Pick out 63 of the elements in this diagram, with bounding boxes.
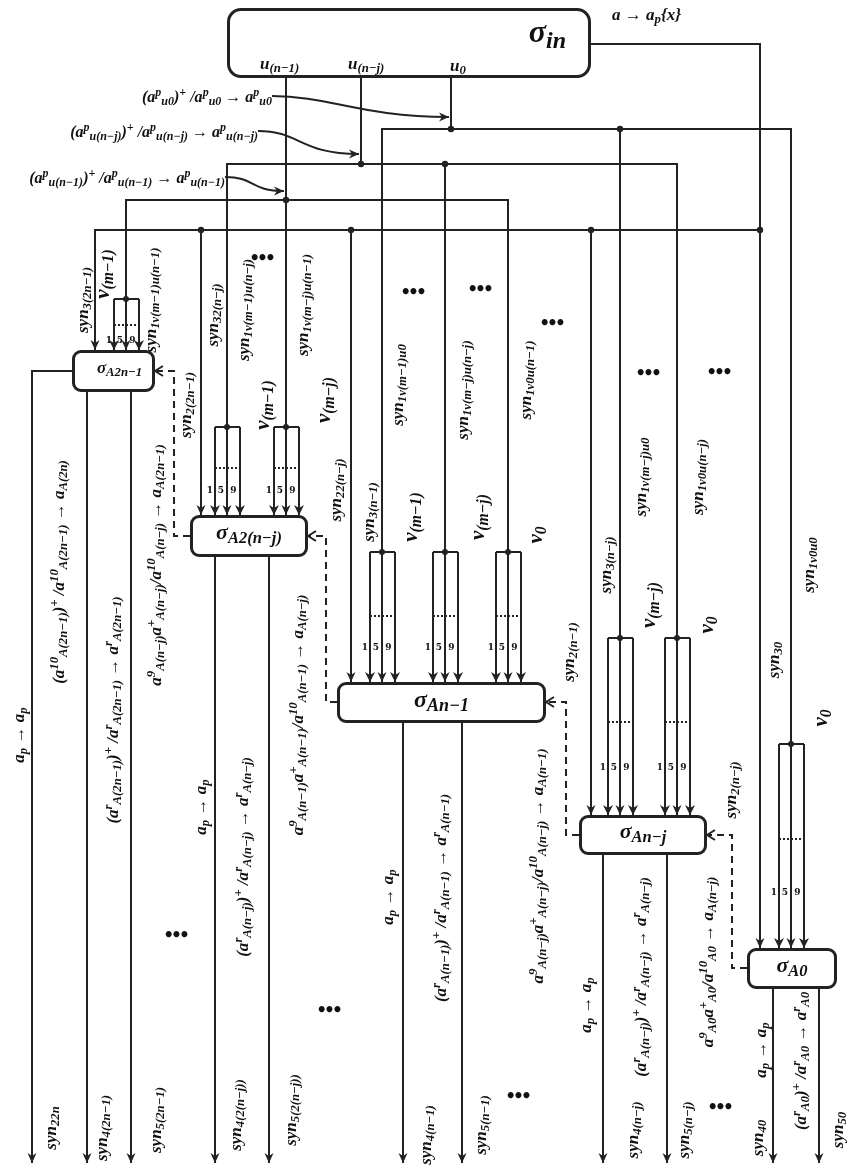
dashed-arrow — [307, 530, 338, 703]
neuron-box — [337, 682, 546, 723]
neuron-label: σ$_{An−1}$ — [414, 686, 469, 711]
neuron-label: σ$_{A0}$ — [776, 953, 808, 976]
weight-number: 1 — [599, 762, 607, 772]
weight-number: 9 — [623, 762, 630, 772]
weight-number: 9 — [680, 762, 687, 772]
weight-number: 1 — [206, 485, 214, 495]
dashed-arrow — [545, 696, 580, 836]
weight-number: 5 — [610, 762, 618, 772]
weight-number: 1 — [424, 642, 432, 652]
arrow — [264, 556, 274, 1164]
weight-number: 9 — [385, 642, 392, 652]
weight-number: 9 — [511, 642, 518, 652]
weight-number: 1 — [656, 762, 664, 772]
weight-number: 5 — [276, 485, 284, 495]
weight-number: 1 — [361, 642, 369, 652]
weight-number: 5 — [498, 642, 506, 652]
ellipsis: ••• — [163, 926, 187, 944]
arrow — [457, 722, 467, 1164]
ellipsis: ••• — [316, 1001, 340, 1019]
neuron-box — [579, 815, 707, 855]
ellipsis: ••• — [505, 1087, 529, 1105]
arrow — [662, 854, 672, 1164]
weight-number: 9 — [448, 642, 455, 652]
arrow — [398, 722, 408, 1164]
arrow — [27, 370, 73, 1164]
ellipsis: ••• — [635, 364, 659, 382]
weight-number: 5 — [667, 762, 675, 772]
weight-number: 1 — [265, 485, 273, 495]
leader-arrow — [271, 95, 450, 122]
weight-number: 1 — [770, 887, 778, 897]
arrow — [82, 391, 92, 1164]
arrow — [210, 556, 220, 1164]
neuron-label: σ$_{A2n−1}$ — [95, 358, 143, 376]
arrow — [814, 988, 824, 1164]
neuron-box — [190, 515, 308, 557]
arrow — [768, 988, 778, 1164]
ellipsis: ••• — [707, 1098, 731, 1116]
weight-number: 5 — [372, 642, 380, 652]
arrow — [598, 854, 608, 1164]
ellipsis: ••• — [539, 314, 563, 332]
weight-number: 9 — [230, 485, 237, 495]
weight-number: 1 — [487, 642, 495, 652]
leader-arrow — [257, 130, 360, 159]
weight-number: 9 — [794, 887, 801, 897]
weight-number: 9 — [129, 335, 136, 345]
leader-arrow — [224, 176, 285, 196]
weight-number: 5 — [116, 335, 124, 345]
ellipsis: ••• — [706, 363, 730, 381]
ellipsis: ••• — [467, 280, 491, 298]
neuron-label: σ$_{in}$ — [528, 15, 566, 47]
weight-number: 5 — [217, 485, 225, 495]
neuron-box — [747, 948, 837, 989]
dashed-arrow — [154, 365, 191, 537]
neuron-box — [227, 8, 591, 78]
weight-number: 5 — [781, 887, 789, 897]
weight-number: 9 — [289, 485, 296, 495]
weight-number: 5 — [435, 642, 443, 652]
port-label: u$_{0}$ — [450, 57, 466, 74]
ellipsis: ••• — [400, 283, 424, 301]
arrow — [126, 391, 136, 1164]
dashed-arrow — [706, 829, 748, 969]
